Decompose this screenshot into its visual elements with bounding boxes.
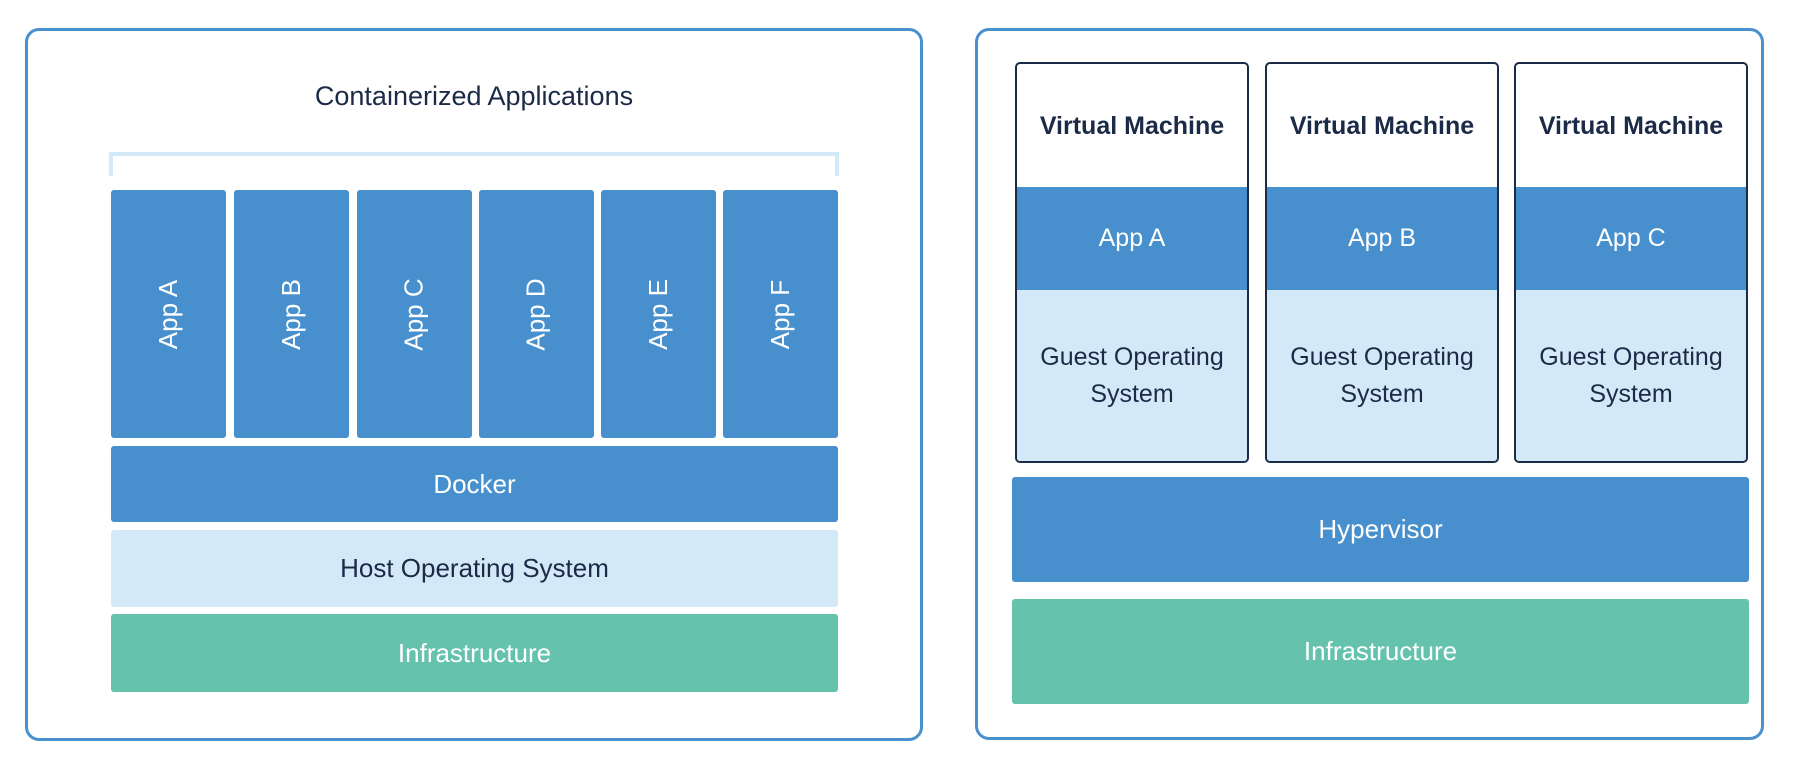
vm-title: Virtual Machine bbox=[1289, 112, 1475, 140]
vm-title: Virtual Machine bbox=[1538, 112, 1724, 140]
host-os-layer: Host Operating System bbox=[111, 530, 838, 607]
virtual-machine: Virtual Machine App C Guest Operating Sy… bbox=[1514, 62, 1748, 463]
container-app: App C bbox=[357, 190, 472, 438]
app-label: App E bbox=[642, 278, 673, 350]
app-label: App A bbox=[153, 279, 183, 349]
app-label: App B bbox=[275, 278, 306, 350]
app-label: App F bbox=[765, 279, 795, 349]
guest-os: Guest Operating System bbox=[1017, 290, 1247, 461]
container-app: App D bbox=[479, 190, 594, 438]
container-app: App A bbox=[111, 190, 226, 438]
hypervisor-layer: Hypervisor bbox=[1012, 477, 1749, 582]
apps-bracket bbox=[109, 152, 839, 176]
docker-layer: Docker bbox=[111, 446, 838, 522]
app-label: App D bbox=[520, 277, 551, 351]
vm-title: Virtual Machine bbox=[1039, 112, 1225, 140]
vm-app: App A bbox=[1017, 187, 1247, 290]
containers-title: Containerized Applications bbox=[314, 80, 634, 111]
virtual-machine: Virtual Machine App A Guest Operating Sy… bbox=[1015, 62, 1249, 463]
container-app: App F bbox=[723, 190, 838, 438]
app-label: App C bbox=[398, 277, 429, 351]
vm-app: App C bbox=[1516, 187, 1746, 290]
container-app: App E bbox=[601, 190, 716, 438]
vm-infrastructure-layer: Infrastructure bbox=[1012, 599, 1749, 704]
virtual-machine: Virtual Machine App B Guest Operating Sy… bbox=[1265, 62, 1499, 463]
guest-os: Guest Operating System bbox=[1267, 290, 1497, 461]
vm-app: App B bbox=[1267, 187, 1497, 290]
container-app: App B bbox=[234, 190, 349, 438]
container-infrastructure-layer: Infrastructure bbox=[111, 614, 838, 692]
guest-os: Guest Operating System bbox=[1516, 290, 1746, 461]
